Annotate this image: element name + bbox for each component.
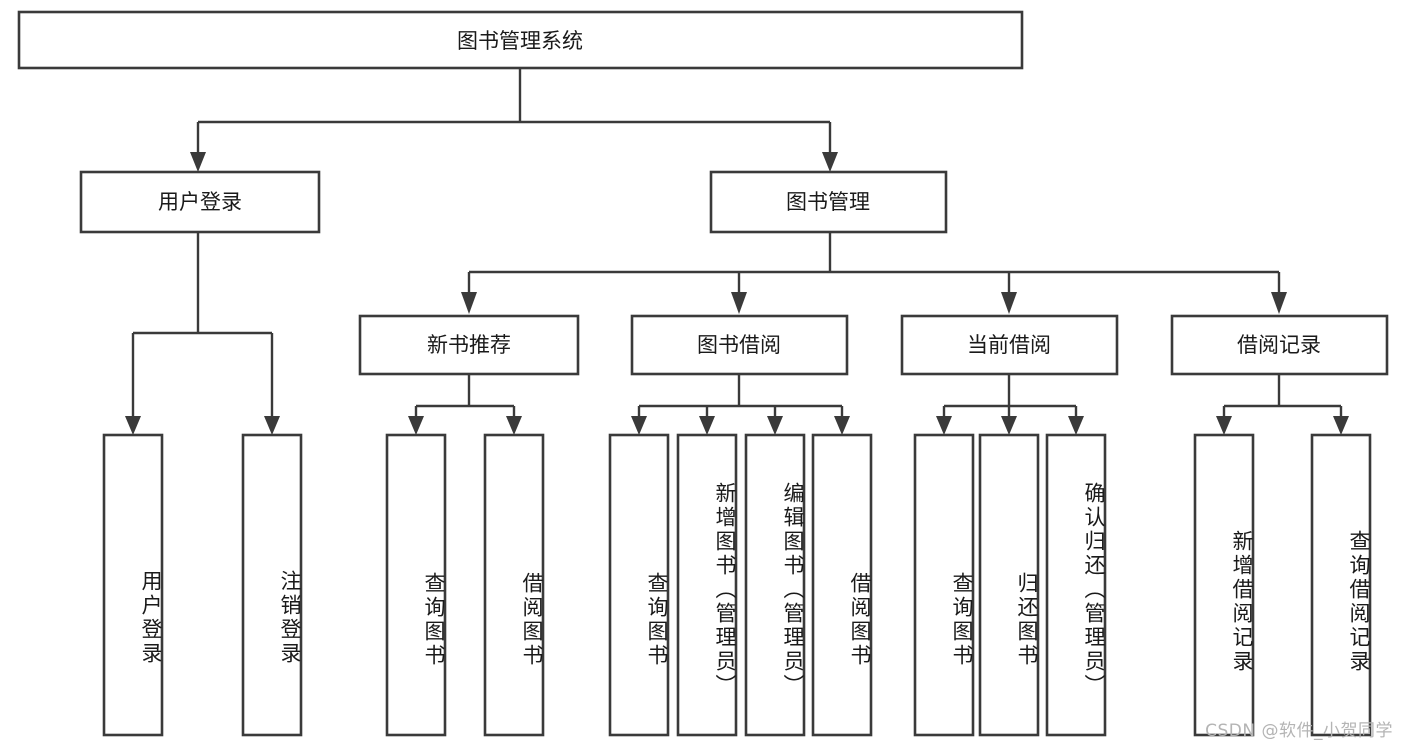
node-root-box[interactable]	[17, 10, 1024, 70]
csdn-watermark: CSDN @软件_小贺同学	[1205, 721, 1393, 741]
arrow-leaf-nb-1	[408, 416, 424, 435]
node-current-borrow-box[interactable]	[900, 314, 1119, 376]
node-borrow-record-box[interactable]	[1170, 314, 1389, 376]
arrow-current-borrow	[1001, 292, 1017, 314]
arrow-leaf-nb-2	[506, 416, 522, 435]
leaf-box-user-login[interactable]	[102, 433, 164, 737]
arrow-leaf-cb-2	[1001, 416, 1017, 435]
leaf-box-nb-query[interactable]	[385, 433, 447, 737]
arrow-leaf-cb-3	[1068, 416, 1084, 435]
leaf-box-cb-query[interactable]	[913, 433, 975, 737]
connectors-layer	[125, 68, 1349, 435]
arrow-book-borrow	[731, 292, 747, 314]
nodes-layer: 图书管理系统 用户登录 图书管理 新书推荐 图书借阅 当前借阅 借阅记录	[17, 10, 1389, 737]
node-book-borrow-box[interactable]	[630, 314, 849, 376]
leaf-box-br-add[interactable]	[1193, 433, 1255, 737]
node-root-label: 图书管理系统	[457, 29, 583, 53]
leaf-box-br-query[interactable]	[1310, 433, 1372, 737]
arrow-leaf-user-login	[125, 416, 141, 435]
leaf-box-cb-return[interactable]	[978, 433, 1040, 737]
node-borrow-record-label: 借阅记录	[1237, 333, 1321, 357]
arrow-leaf-bb-1	[631, 416, 647, 435]
arrow-leaf-bb-3	[767, 416, 783, 435]
node-book-manage-box[interactable]	[709, 170, 948, 234]
leaf-box-logout[interactable]	[241, 433, 303, 737]
arrow-to-book-manage	[822, 152, 838, 172]
arrow-leaf-logout	[264, 416, 280, 435]
node-book-borrow-label: 图书借阅	[697, 333, 781, 357]
arrow-leaf-bb-4	[834, 416, 850, 435]
node-new-book-box[interactable]	[358, 314, 580, 376]
leaf-box-bb-edit[interactable]	[744, 433, 806, 737]
arrow-leaf-br-2	[1333, 416, 1349, 435]
leaf-box-nb-borrow[interactable]	[483, 433, 545, 737]
leaf-box-bb-add[interactable]	[676, 433, 738, 737]
arrow-borrow-record	[1271, 292, 1287, 314]
leaf-box-bb-borrow[interactable]	[811, 433, 873, 737]
arrow-leaf-cb-1	[936, 416, 952, 435]
arrow-new-book	[461, 292, 477, 314]
node-book-manage-label: 图书管理	[786, 190, 870, 214]
node-new-book-label: 新书推荐	[427, 333, 511, 357]
arrow-to-user-login	[190, 152, 206, 172]
arrow-leaf-bb-2	[699, 416, 715, 435]
node-current-borrow-label: 当前借阅	[967, 333, 1051, 357]
node-user-login-label: 用户登录	[158, 190, 242, 214]
leaf-box-bb-query[interactable]	[608, 433, 670, 737]
arrow-leaf-br-1	[1216, 416, 1232, 435]
node-user-login-box[interactable]	[79, 170, 321, 234]
leaf-box-cb-confirm[interactable]	[1045, 433, 1107, 737]
